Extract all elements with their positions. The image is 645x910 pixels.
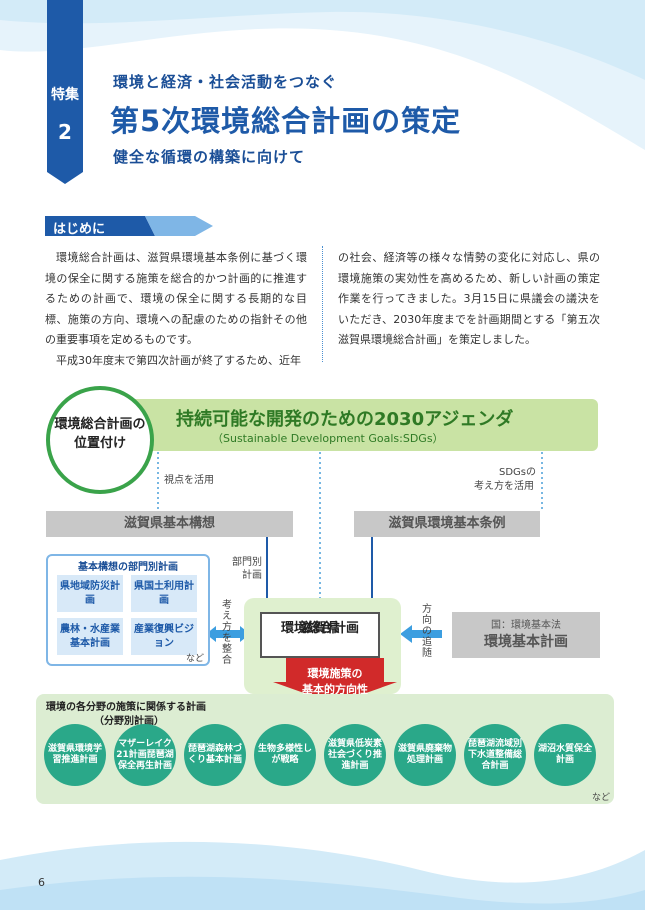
national-plan-label: 環境基本計画 [484,634,568,650]
env-ordinance-bar: 滋賀県環境基本条例 [354,511,540,537]
feature-tag-label: 特集 [51,87,79,103]
title-subtitle-1: 環境と経済・社会活動をつなぐ [113,73,338,91]
intro-column-2: の社会、経済等の様々な情勢の変化に対応し、県の環境施策の実効性を高めるため、新し… [338,248,600,351]
direction-arrow [273,658,397,704]
field-nado: など [592,793,611,803]
footer-wave [0,841,645,910]
column-divider [322,246,323,362]
feature-tag: 特集 2 [47,0,83,172]
field-plan-circle: 滋賀県廃棄物処理計画 [394,724,456,786]
feature-tag-number: 2 [58,120,72,144]
basic-concept-bar: 滋賀県基本構想 [46,511,293,537]
label-bumon-line2: 計画 [242,570,262,581]
intro-paragraph-2: 平成30年度末で第四次計画が終了するため、近年 [56,353,301,367]
dept-plan-box: 県国土利用計画 [131,575,197,612]
label-sdgs-line2: 考え方を活用 [474,481,534,492]
intro-paragraph-1: 環境総合計画は、滋賀県環境基本条例に基づく環境の保全に関する施策を総合的かつ計画… [45,251,307,346]
env-plan-label: 滋賀県環境総合計画 [280,621,359,636]
field-plan-circle: 琵琶湖流域別下水道整備総合計画 [464,724,526,786]
field-plan-circle: マザーレイク21計画琵琶湖保全再生計画 [114,724,176,786]
intro-paragraph-3: の社会、経済等の様々な情勢の変化に対応し、県の環境施策の実効性を高めるため、新し… [338,251,600,346]
dept-plans-panel: 基本構想の部門別計画 県地域防災計画 県国土利用計画 農林・水産業基本計画 産業… [46,554,210,666]
national-plan-box: 国：環境基本法 環境基本計画 [452,612,600,658]
field-plan-circle: 湖沼水質保全計画 [534,724,596,786]
dept-plan-box: 県地域防災計画 [57,575,123,612]
intro-heading-ribbon [45,216,213,236]
label-bumon-line1: 部門別 [232,557,262,568]
label-viewpoint: 視点を活用 [164,475,214,486]
intro-heading-text: はじめに [53,222,106,237]
title-subtitle-2: 健全な循環の構築に向けて [113,148,306,166]
position-label: 環境総合計画の位置付け [54,417,146,451]
page-number: 6 [38,876,45,889]
agenda-title: 持続可能な開発のための2030アジェンダ [176,409,514,430]
header-wave [0,0,645,150]
dept-plan-box: 農林・水産業基本計画 [57,618,123,655]
dept-nado: など [186,654,205,664]
field-plan-circle: 滋賀県低炭素社会づくり推進計画 [324,724,386,786]
dept-plan-box: 産業復興ビジョン [131,618,197,655]
env-plan-box: 滋賀県環境総合計画 [260,612,380,658]
dept-plans-heading: 基本構想の部門別計画 [78,562,178,573]
field-plan-circle: 生物多様性しが戦略 [254,724,316,786]
label-sdgs-line1: SDGsの [498,467,536,478]
field-plans-subheading: （分野別計画） [94,716,164,727]
sdgs-agenda-banner: 持続可能な開発のための2030アジェンダ （Sustainable Develo… [108,399,598,451]
national-law-label: 国：環境基本法 [491,620,561,631]
position-circle: 環境総合計画の位置付け [46,386,154,494]
intro-column-1: 環境総合計画は、滋賀県環境基本条例に基づく環境の保全に関する施策を総合的かつ計画… [45,248,307,371]
intro-heading: はじめに [45,216,213,237]
field-plan-circle: 滋賀県環境学習推進計画 [44,724,106,786]
label-kangaekata: 考え方を整合 [222,600,232,666]
direction-label: 環境施策の基本的方向性 [302,667,368,696]
agenda-subtitle: （Sustainable Development Goals:SDGs） [212,432,444,445]
field-plan-circle: 琵琶湖森林づくり基本計画 [184,724,246,786]
field-plans-heading: 環境の各分野の施策に関係する計画 [46,702,206,713]
label-houkou: 方向の追随 [422,604,432,659]
page-title: 第5次環境総合計画の策定 [110,104,462,138]
feature-tag-tip [47,172,83,184]
